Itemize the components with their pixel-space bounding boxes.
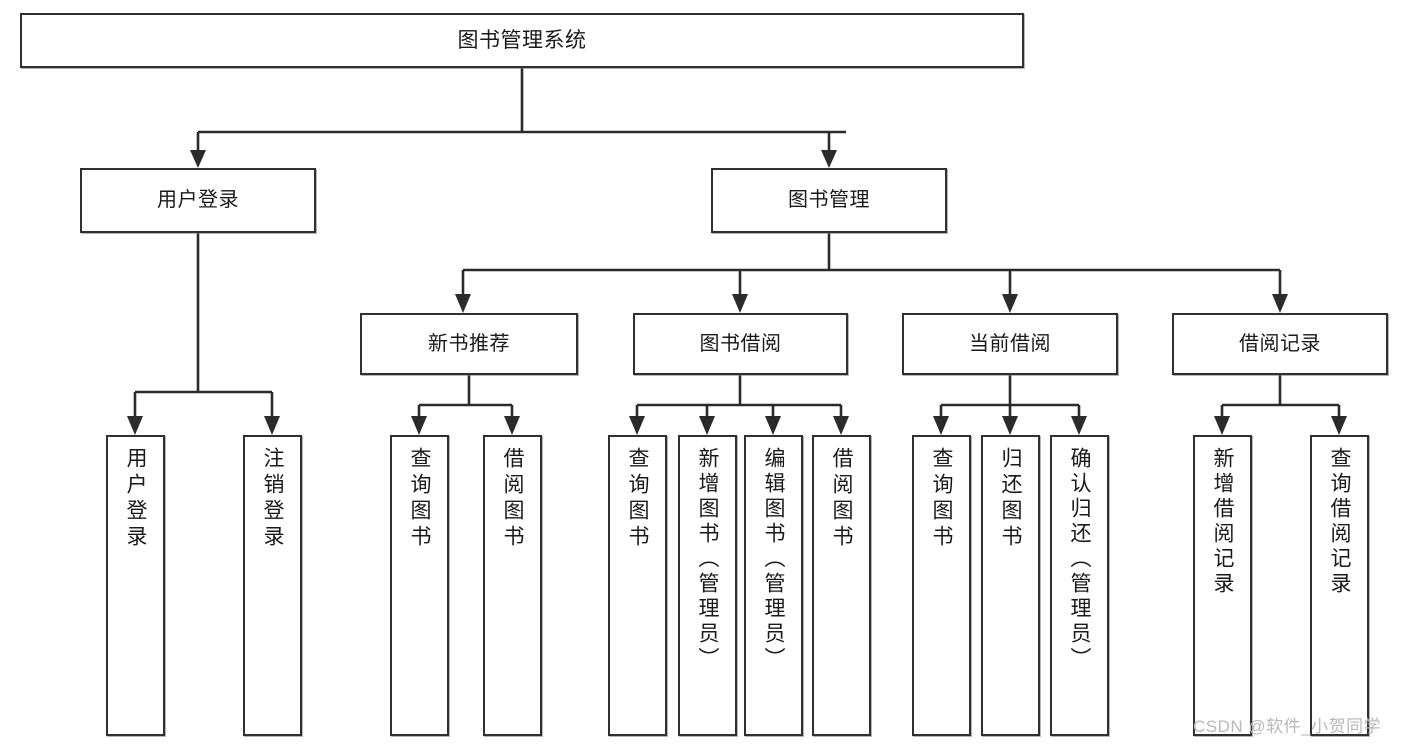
leaf-add-book-admin[interactable]: 新增图书（管理员） xyxy=(678,435,737,736)
node-label: 新增图书（管理员） xyxy=(696,447,719,672)
node-book-borrow[interactable]: 图书借阅 xyxy=(633,313,848,375)
leaf-borrow-books[interactable]: 借阅图书 xyxy=(812,435,871,736)
node-label: 借阅记录 xyxy=(1239,332,1321,355)
leaf-borrow-books-recommend[interactable]: 借阅图书 xyxy=(483,435,542,736)
node-label: 确认归还（管理员） xyxy=(1068,447,1091,672)
node-current-borrow[interactable]: 当前借阅 xyxy=(902,313,1118,375)
node-user-login[interactable]: 用户登录 xyxy=(80,168,316,233)
leaf-logout-login[interactable]: 注销登录 xyxy=(243,435,302,736)
node-label: 用户登录 xyxy=(157,189,239,212)
node-label: 编辑图书（管理员） xyxy=(762,447,785,672)
node-label: 图书管理系统 xyxy=(457,28,587,52)
node-label: 新书推荐 xyxy=(428,332,510,355)
node-label: 查询图书 xyxy=(626,447,649,551)
node-new-book-recommend[interactable]: 新书推荐 xyxy=(360,313,578,375)
node-label: 图书管理 xyxy=(788,189,870,212)
node-label: 当前借阅 xyxy=(969,332,1051,355)
leaf-confirm-return-admin[interactable]: 确认归还（管理员） xyxy=(1050,435,1109,736)
node-label: 新增借阅记录 xyxy=(1211,447,1234,597)
node-label: 查询借阅记录 xyxy=(1328,447,1351,597)
leaf-return-books[interactable]: 归还图书 xyxy=(981,435,1040,736)
node-label: 借阅图书 xyxy=(830,447,853,551)
node-root-system[interactable]: 图书管理系统 xyxy=(20,13,1024,68)
node-label: 图书借阅 xyxy=(699,332,782,355)
leaf-query-books-recommend[interactable]: 查询图书 xyxy=(390,435,449,736)
leaf-query-books-current[interactable]: 查询图书 xyxy=(912,435,971,736)
node-label: 归还图书 xyxy=(999,447,1022,551)
leaf-query-books-borrow[interactable]: 查询图书 xyxy=(608,435,667,736)
node-book-management[interactable]: 图书管理 xyxy=(711,168,947,233)
node-label: 注销登录 xyxy=(261,447,284,551)
leaf-query-borrow-record[interactable]: 查询借阅记录 xyxy=(1310,435,1369,736)
node-label: 查询图书 xyxy=(930,447,953,551)
leaf-user-login[interactable]: 用户登录 xyxy=(106,435,165,736)
leaf-add-borrow-record[interactable]: 新增借阅记录 xyxy=(1193,435,1252,736)
node-label: 查询图书 xyxy=(408,447,431,551)
node-label: 用户登录 xyxy=(124,447,147,551)
watermark: CSDN @软件_小贺同学 xyxy=(1193,717,1382,736)
leaf-edit-book-admin[interactable]: 编辑图书（管理员） xyxy=(744,435,803,736)
node-borrow-record[interactable]: 借阅记录 xyxy=(1172,313,1388,375)
node-label: 借阅图书 xyxy=(501,447,524,551)
